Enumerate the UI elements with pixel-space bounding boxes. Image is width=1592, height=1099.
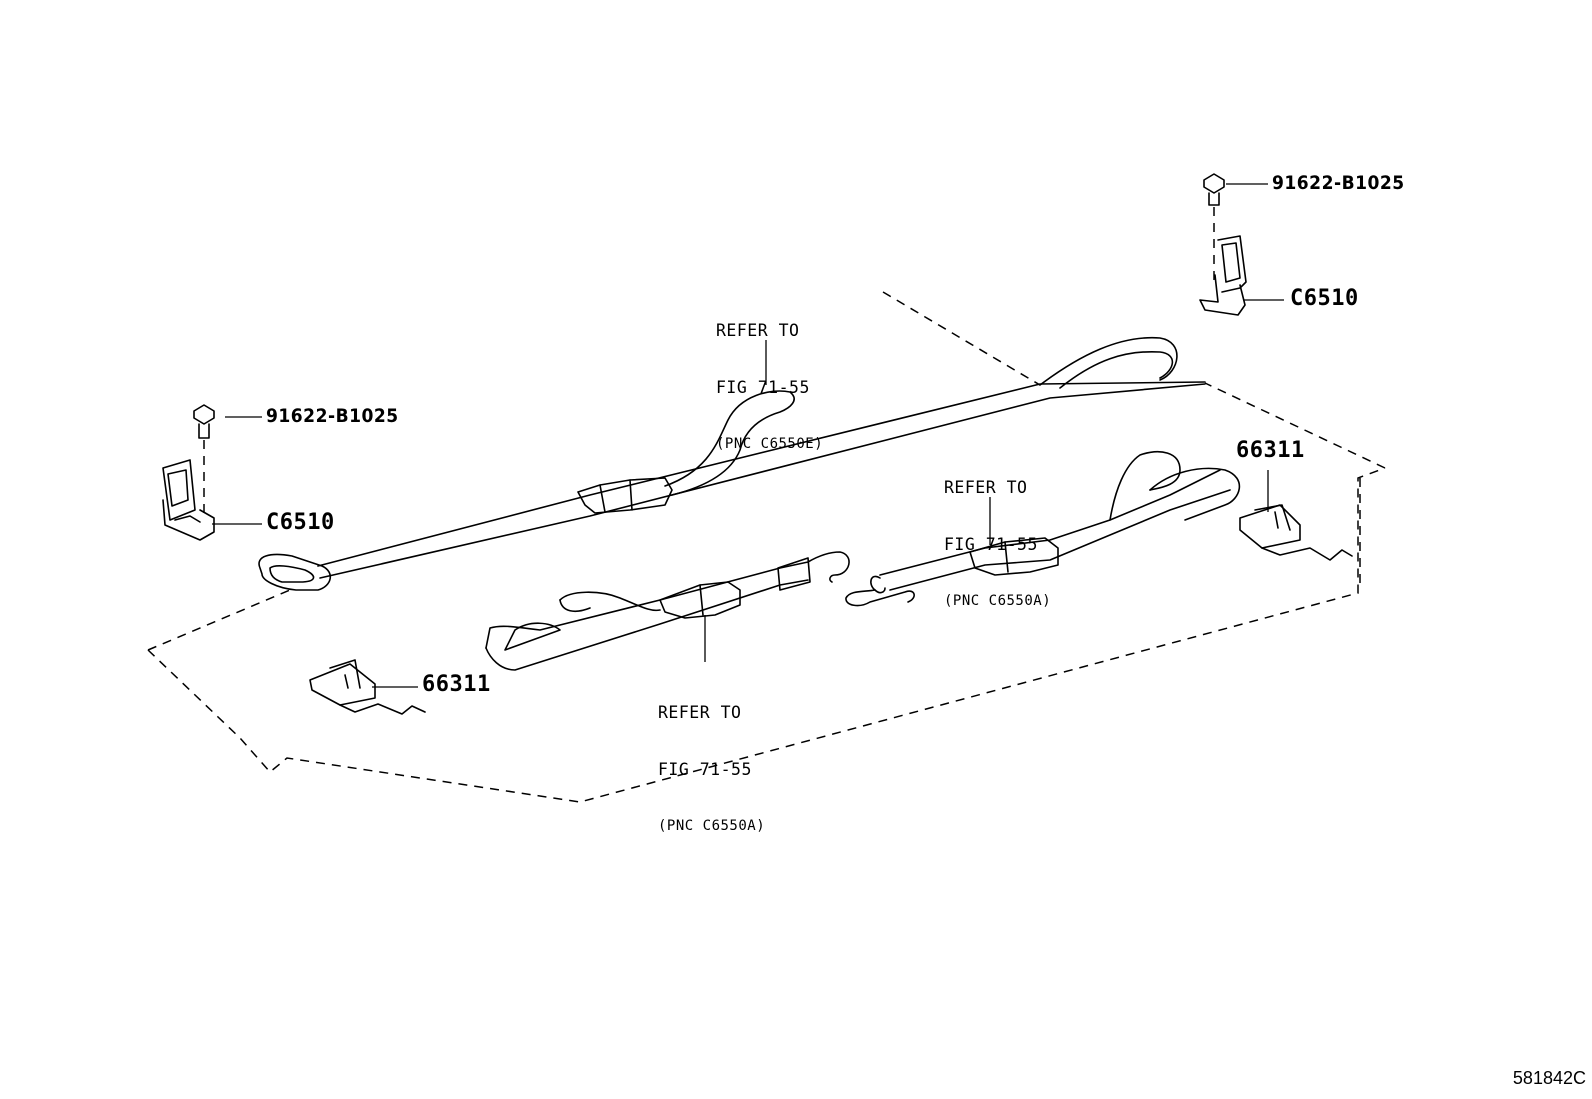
label-bolt-right: 91622-B1025 (1272, 172, 1405, 194)
left-s-hook (258, 553, 331, 591)
refer-bottom-line2: FIG 71-55 (658, 760, 752, 779)
left-bracket (162, 459, 215, 541)
left-bolt (193, 404, 215, 515)
right-floor-hook (1239, 504, 1353, 561)
refer-note-right: REFER TO FIG 71-55 (PNC C6550A) (944, 440, 1051, 630)
label-bracket-right: C6510 (1290, 286, 1359, 311)
floor-outline (147, 291, 1386, 803)
right-bolt (1203, 173, 1225, 285)
refer-top-line3: (PNC C6550E) (716, 436, 824, 452)
refer-bottom-line3: (PNC C6550A) (658, 818, 766, 834)
refer-right-line2: FIG 71-55 (944, 535, 1038, 554)
long-strap (317, 336, 1206, 579)
left-floor-hook (309, 659, 426, 715)
label-hook-left: 66311 (422, 672, 491, 697)
refer-note-top: REFER TO FIG 71-55 (PNC C6550E) (716, 283, 823, 473)
label-bracket-left: C6510 (266, 510, 335, 535)
label-hook-right: 66311 (1236, 438, 1305, 463)
refer-top-line1: REFER TO (716, 321, 800, 340)
middle-strap (485, 551, 850, 671)
refer-top-line2: FIG 71-55 (716, 378, 810, 397)
right-strap (845, 451, 1241, 607)
refer-bottom-line1: REFER TO (658, 703, 742, 722)
label-bolt-left: 91622-B1025 (266, 405, 399, 427)
refer-right-line3: (PNC C6550A) (944, 593, 1052, 609)
refer-right-line1: REFER TO (944, 478, 1028, 497)
refer-note-bottom: REFER TO FIG 71-55 (PNC C6550A) (658, 665, 765, 855)
right-bracket (1199, 235, 1247, 316)
figure-id: 581842C (1512, 1068, 1586, 1088)
leader-lines (212, 183, 1284, 688)
